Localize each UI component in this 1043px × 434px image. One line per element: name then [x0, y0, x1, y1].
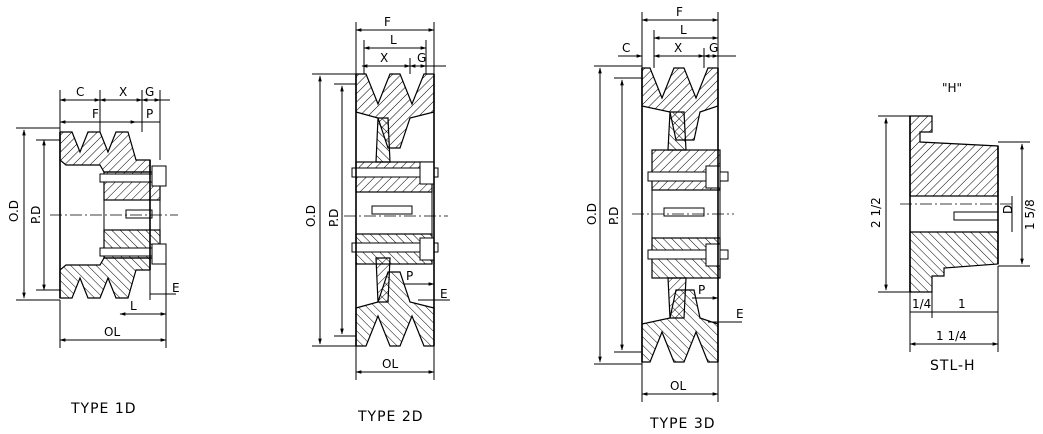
label-od: O.D: [585, 203, 599, 225]
label-ol: OL: [670, 379, 686, 393]
label-ol: OL: [104, 325, 120, 339]
label-l: L: [680, 23, 687, 37]
label-g: G: [145, 85, 154, 99]
label-g: G: [709, 41, 718, 55]
label-pd: P.D: [327, 209, 341, 227]
label-height: 2 1/2: [869, 197, 883, 228]
label-flange: 1/4: [912, 297, 931, 311]
label-l: L: [390, 33, 397, 47]
figure-stl-h: "H" STL-H 2 1/2 D 1 5/8 1/4 1 1 1/4: [869, 81, 1037, 374]
label-e: E: [440, 287, 448, 301]
label-x: X: [380, 51, 388, 65]
label-bore: 1 5/8: [1023, 199, 1037, 230]
label-d: D: [1001, 205, 1015, 214]
label-x: X: [674, 41, 682, 55]
label-e: E: [736, 307, 744, 321]
label-x: X: [119, 85, 127, 99]
figure-type-2d: TYPE 2D O.D P.D F L X G P E OL: [304, 15, 450, 425]
label-f: F: [676, 5, 683, 19]
label-p: P: [406, 269, 413, 283]
label-ol: OL: [382, 357, 398, 371]
label-l: L: [130, 299, 137, 313]
label-p: P: [698, 283, 705, 297]
label-c: C: [76, 85, 84, 99]
label-g: G: [417, 51, 426, 65]
figure-type-3d: TYPE 3D O.D P.D F L C X G P E OL: [585, 5, 744, 432]
label-e: E: [172, 281, 180, 295]
label-f: F: [92, 107, 99, 121]
label-pd: P.D: [29, 206, 43, 224]
caption-stl-h: STL-H: [930, 358, 976, 374]
caption-type-3d: TYPE 3D: [649, 416, 716, 432]
label-f: F: [384, 15, 391, 29]
label-od: O.D: [7, 200, 21, 222]
caption-type-1d: TYPE 1D: [70, 401, 137, 417]
caption-type-2d: TYPE 2D: [357, 409, 424, 425]
label-c: C: [622, 41, 630, 55]
figure-type-1d: TYPE 1D O.D P.D C X G F P L E OL: [7, 85, 180, 417]
label-p: P: [146, 107, 153, 121]
label-od: O.D: [304, 205, 318, 227]
label-total: 1 1/4: [936, 329, 967, 343]
label-body: 1: [958, 297, 966, 311]
label-pd: P.D: [607, 207, 621, 225]
stl-h-title: "H": [942, 81, 962, 95]
